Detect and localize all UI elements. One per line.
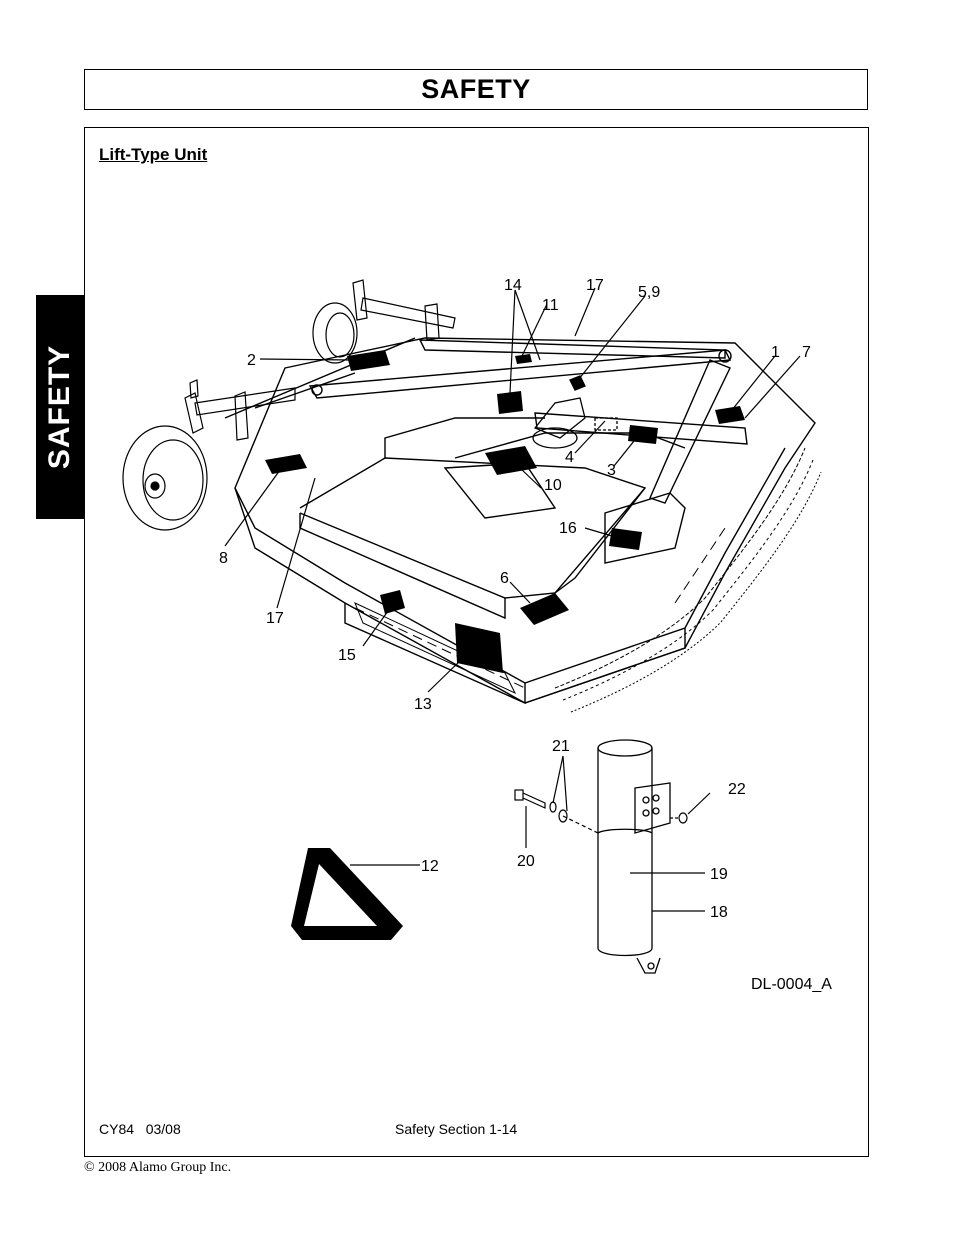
left-wheel — [122, 379, 296, 531]
footer-model: CY84 — [99, 1121, 135, 1137]
decal-15 — [380, 590, 405, 614]
decal-8 — [265, 454, 307, 474]
gearbox — [532, 375, 618, 449]
callout-19: 19 — [710, 866, 728, 883]
callout-12: 12 — [421, 858, 439, 875]
callout-20: 20 — [517, 853, 535, 870]
decals — [265, 350, 745, 673]
decal-3 — [628, 425, 658, 444]
a-frame — [308, 339, 748, 564]
callout-6: 6 — [500, 570, 509, 587]
callout-15: 15 — [338, 647, 356, 664]
callout-2: 2 — [247, 352, 256, 369]
decal-2 — [347, 350, 390, 371]
page-title: SAFETY — [421, 74, 531, 104]
callout-17-top: 17 — [586, 277, 604, 294]
callout-7: 7 — [802, 344, 811, 361]
bolt-and-washers — [514, 789, 688, 834]
callout-13: 13 — [414, 696, 432, 713]
footer-date: 03/08 — [145, 1121, 181, 1137]
callout-5-9: 5,9 — [638, 284, 660, 301]
smv-emblem — [291, 848, 420, 940]
callout-3: 3 — [607, 462, 616, 479]
callout-1: 1 — [771, 344, 780, 361]
content-box: Lift-Type Unit — [84, 127, 869, 1157]
right-wheel — [312, 279, 456, 364]
decal-10 — [485, 446, 537, 475]
leader-lines — [224, 287, 801, 693]
callout-22: 22 — [728, 781, 746, 798]
deck-details — [354, 527, 726, 695]
decal-6 — [520, 593, 569, 625]
footer-section-page: Safety Section 1-14 — [395, 1121, 518, 1137]
side-tab: SAFETY — [36, 295, 84, 519]
section-heading: Lift-Type Unit — [99, 145, 208, 164]
decal-14 — [497, 391, 523, 414]
callout-10: 10 — [544, 477, 562, 494]
callout-16: 16 — [559, 520, 577, 537]
decal-location-diagram: 14 17 11 5,9 2 1 7 4 3 10 16 8 6 17 15 1… — [122, 277, 832, 993]
side-tab-label: SAFETY — [43, 344, 77, 470]
tube-leader-lines — [525, 755, 711, 912]
copyright: © 2008 Alamo Group Inc. — [84, 1160, 232, 1175]
decal-16 — [609, 528, 642, 550]
callout-14: 14 — [504, 277, 522, 294]
footer-model-date: CY84 03/08 — [99, 1121, 181, 1137]
callout-21: 21 — [552, 738, 570, 755]
decal-1 — [715, 406, 745, 424]
manual-tube — [597, 739, 671, 974]
decal-13 — [455, 623, 503, 673]
callout-8: 8 — [219, 550, 228, 567]
callout-4: 4 — [565, 449, 574, 466]
header-box: SAFETY — [84, 69, 868, 110]
callout-11: 11 — [542, 297, 559, 314]
callout-18: 18 — [710, 904, 728, 921]
callout-17-left: 17 — [266, 610, 284, 627]
figure-id-label: DL-0004_A — [751, 976, 832, 993]
chain-guards — [554, 447, 822, 713]
decal-11 — [515, 354, 532, 364]
